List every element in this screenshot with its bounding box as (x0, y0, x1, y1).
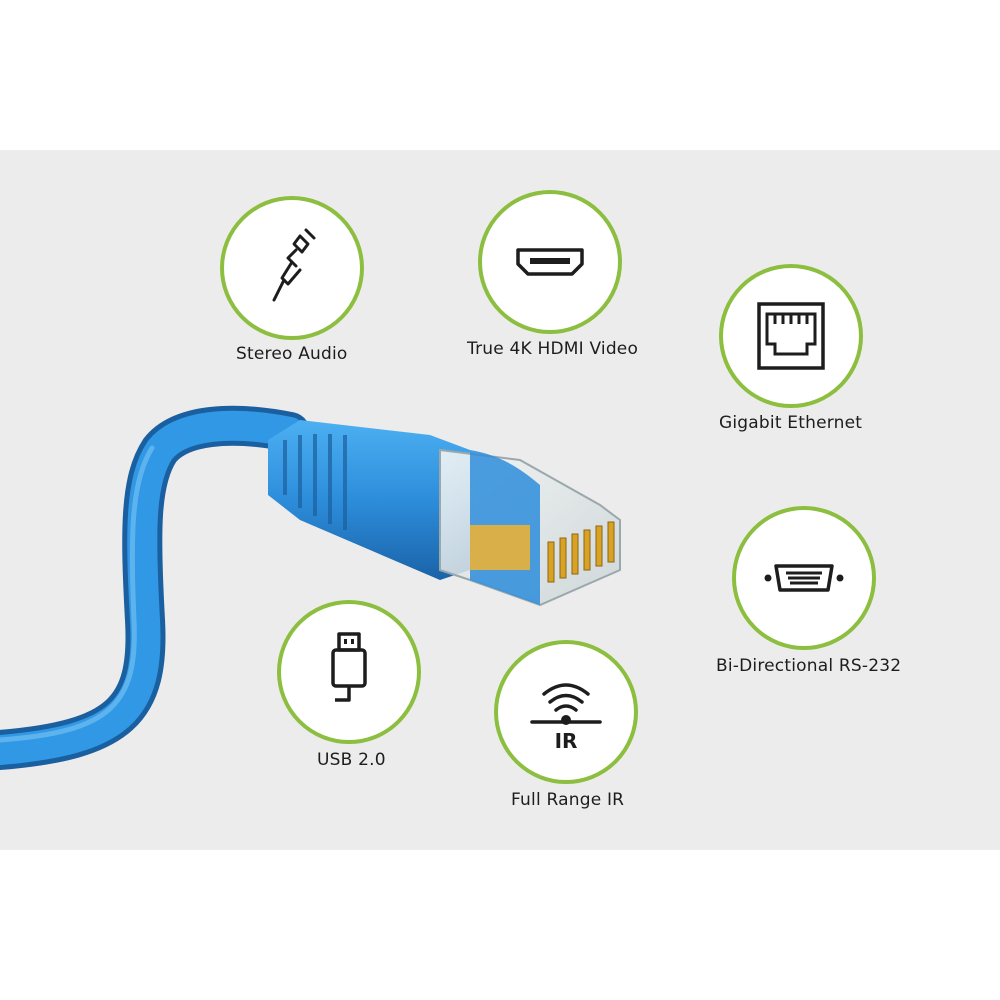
usb-plug-icon (331, 632, 367, 702)
ethernet-cable-image (0, 405, 621, 770)
audio-jack-icon (272, 228, 316, 302)
feature-panel: Stereo Audio True 4K HDMI Video (0, 150, 1000, 850)
usb-badge (277, 600, 421, 744)
hdmi-port-icon (516, 248, 584, 276)
ethernet-port-icon (757, 302, 825, 370)
hdmi-label: True 4K HDMI Video (467, 339, 639, 359)
ethernet-badge (719, 264, 863, 408)
ir-icon-text: IR (555, 729, 578, 753)
ethernet-label: Gigabit Ethernet (719, 413, 863, 433)
stereo-audio-badge (220, 196, 364, 340)
hdmi-badge (478, 190, 622, 334)
ir-badge: IR (494, 640, 638, 784)
rs232-badge (732, 506, 876, 650)
rs232-label: Bi-Directional RS-232 (716, 656, 902, 676)
ir-signal-icon: IR (530, 683, 602, 753)
stereo-audio-label: Stereo Audio (236, 344, 348, 364)
serial-port-icon (764, 564, 844, 592)
usb-label: USB 2.0 (317, 750, 386, 770)
ir-label: Full Range IR (511, 790, 625, 810)
connector-boot (268, 420, 470, 580)
